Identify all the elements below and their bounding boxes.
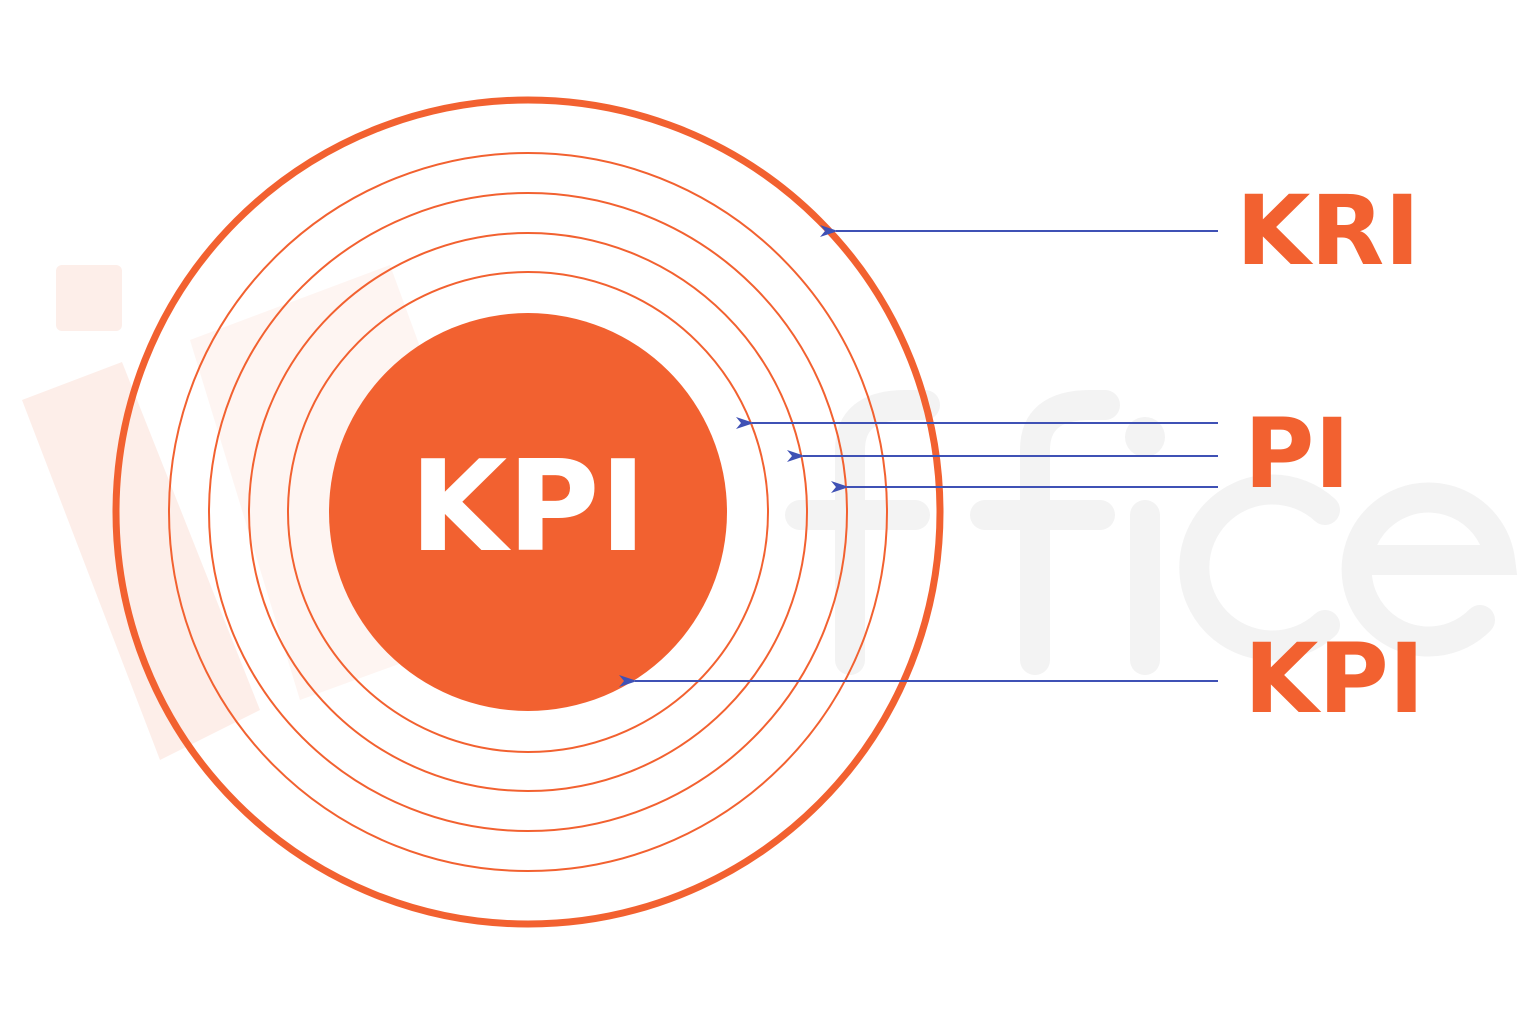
kri-label: KRI — [1236, 175, 1420, 287]
pi-ring-4 — [287, 271, 769, 753]
kri-outer-ring — [112, 96, 944, 928]
pi-ring-3 — [248, 232, 808, 792]
kpi-label: KPI — [1244, 623, 1424, 735]
center-kpi-label: KPI — [410, 433, 647, 580]
kpi-core-circle — [329, 313, 727, 711]
pi-ring-2 — [208, 192, 848, 832]
pi-ring-1 — [168, 152, 888, 872]
pi-label: PI — [1244, 398, 1350, 510]
